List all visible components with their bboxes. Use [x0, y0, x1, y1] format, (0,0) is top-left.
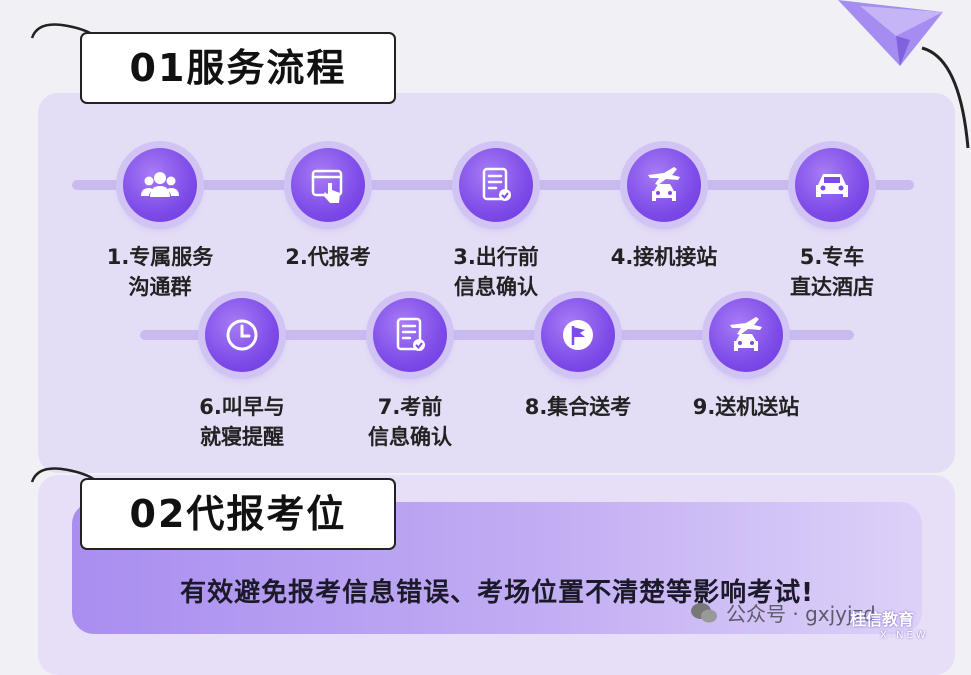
checklist-icon: [373, 298, 447, 372]
plane-car-icon: [627, 148, 701, 222]
group-icon: [123, 148, 197, 222]
step-label: 8.集合送考: [524, 395, 632, 419]
step-3: 3.出行前 信息确认: [436, 148, 556, 302]
step-label: 3.出行前 信息确认: [453, 245, 539, 299]
registration-banner: 有效避免报考信息错误、考场位置不清楚等影响考试!: [72, 502, 922, 634]
step-9: 9.送机送站: [686, 298, 806, 422]
step-5: 5.专车 直达酒店: [772, 148, 892, 302]
registration-description: 有效避免报考信息错误、考场位置不清楚等影响考试!: [180, 578, 814, 608]
brand-logo-sub: X-NEW: [880, 630, 929, 641]
paper-plane-icon: [838, 0, 943, 66]
clock-icon: [205, 298, 279, 372]
checklist-icon: [459, 148, 533, 222]
step-label: 4.接机接站: [610, 245, 718, 269]
section1-title: 01服务流程: [80, 32, 396, 104]
step-4: 4.接机接站: [604, 148, 724, 272]
step-7: 7.考前 信息确认: [350, 298, 470, 452]
wechat-watermark: 公众号 · gxjyjzd: [690, 598, 876, 627]
touch-screen-icon: [291, 148, 365, 222]
step-label: 7.考前 信息确认: [368, 395, 452, 449]
brand-logo: 桂信教育: [850, 610, 915, 629]
section2-title: 02代报考位: [80, 478, 396, 550]
step-label: 2.代报考: [285, 245, 371, 269]
step-8: 8.集合送考: [518, 298, 638, 422]
step-6: 6.叫早与 就寝提醒: [182, 298, 302, 452]
step-2: 2.代报考: [268, 148, 388, 272]
flow-track-row2: [140, 330, 854, 340]
step-label: 9.送机送站: [692, 395, 800, 419]
step-label: 1.专属服务 沟通群: [106, 245, 214, 299]
step-1: 1.专属服务 沟通群: [100, 148, 220, 302]
flag-icon: [541, 298, 615, 372]
plane-car-icon: [709, 298, 783, 372]
watermark-text: 公众号 · gxjyjzd: [726, 602, 876, 626]
car-icon: [795, 148, 869, 222]
decorative-arc: [921, 46, 970, 149]
step-label: 5.专车 直达酒店: [790, 245, 874, 299]
step-label: 6.叫早与 就寝提醒: [199, 395, 285, 449]
wechat-icon: [691, 602, 717, 622]
